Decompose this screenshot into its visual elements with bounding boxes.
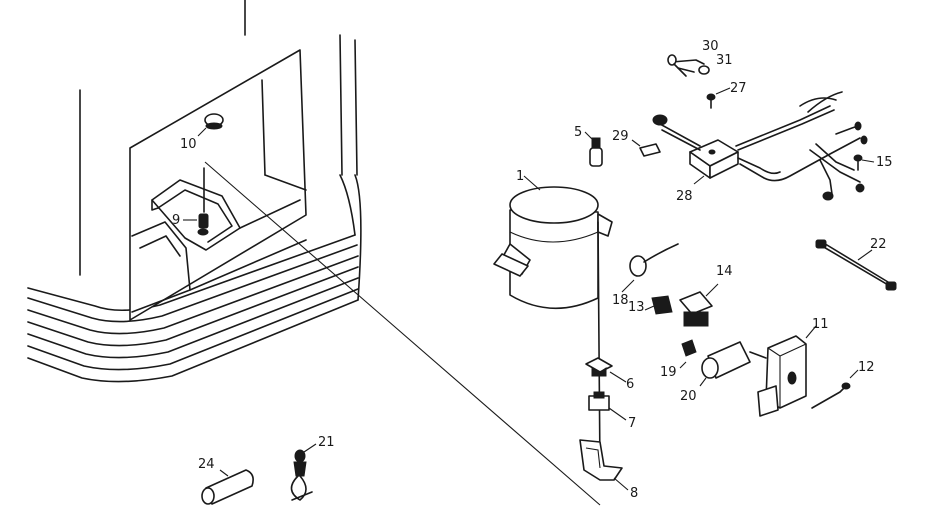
part-27-screw xyxy=(706,93,716,109)
part-31-washer xyxy=(698,65,710,75)
callout-20: 20 xyxy=(680,389,697,404)
part-24-dryer xyxy=(201,469,254,505)
compartment-opening xyxy=(129,49,307,321)
harness-wires xyxy=(652,91,868,201)
part-13-clip xyxy=(644,295,673,315)
callout-9: 9 xyxy=(172,213,180,228)
callout-27: 27 xyxy=(730,81,747,96)
callout-6: 6 xyxy=(626,377,634,392)
part-10-grommet xyxy=(197,113,224,137)
callout-5: 5 xyxy=(574,125,582,140)
part-12-screw xyxy=(811,369,859,409)
part-11-overload-cover xyxy=(749,325,817,417)
callout-1: 1 xyxy=(516,169,524,184)
part-18-capacitor xyxy=(621,243,679,293)
callout-30: 30 xyxy=(702,39,719,54)
part-5-terminal xyxy=(584,131,603,167)
callout-leaders xyxy=(219,87,875,477)
part-29-plug xyxy=(631,139,661,157)
part-14-relay xyxy=(679,283,719,327)
callout-18: 18 xyxy=(612,293,629,308)
callout-10: 10 xyxy=(180,137,197,152)
part-21-clip xyxy=(290,449,313,501)
part-28-junction-box xyxy=(689,139,739,185)
part-19-connector xyxy=(679,339,697,369)
callout-12: 12 xyxy=(858,360,875,375)
callout-13: 13 xyxy=(628,300,645,315)
callout-19: 19 xyxy=(660,365,677,380)
part-9-screw xyxy=(183,167,209,236)
callout-8: 8 xyxy=(630,486,638,501)
callout-29: 29 xyxy=(612,129,629,144)
callout-7: 7 xyxy=(628,416,636,431)
part-15-screw xyxy=(853,154,863,171)
callout-31: 31 xyxy=(716,53,733,68)
part-1-compressor xyxy=(493,186,613,471)
callout-11: 11 xyxy=(812,317,829,332)
part-22-wire xyxy=(815,239,897,291)
callout-21: 21 xyxy=(318,435,335,450)
callout-14: 14 xyxy=(716,264,733,279)
callout-15: 15 xyxy=(876,155,893,170)
part-8-bracket xyxy=(579,439,629,491)
part-20-sleeve xyxy=(699,341,751,387)
part-6-grommet xyxy=(585,357,627,383)
part-7-spacer xyxy=(588,391,627,421)
callout-28: 28 xyxy=(676,189,693,204)
part-30-bolt xyxy=(667,54,705,77)
callout-22: 22 xyxy=(870,237,887,252)
callouts: 10 9 1 5 6 7 8 18 13 14 19 20 11 12 22 1… xyxy=(172,39,893,501)
assembly-leader-line xyxy=(204,161,601,506)
callout-24: 24 xyxy=(198,457,215,472)
cabinet-body xyxy=(27,0,362,383)
